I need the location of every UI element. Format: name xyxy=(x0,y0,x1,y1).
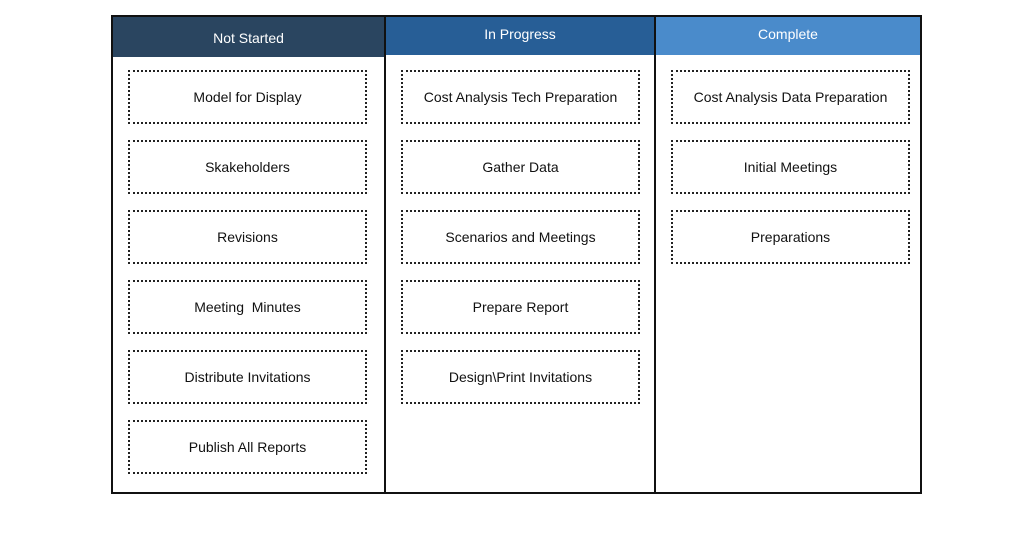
task-card[interactable]: Publish All Reports xyxy=(128,420,367,474)
task-card[interactable]: Initial Meetings xyxy=(671,140,910,194)
task-card[interactable]: Scenarios and Meetings xyxy=(401,210,640,264)
column-header-complete[interactable]: Complete xyxy=(656,17,920,55)
task-card[interactable]: Distribute Invitations xyxy=(128,350,367,404)
column-header-in-progress[interactable]: In Progress xyxy=(386,17,654,55)
task-card[interactable]: Gather Data xyxy=(401,140,640,194)
task-card[interactable]: Cost Analysis Data Preparation xyxy=(671,70,910,124)
task-card[interactable]: Revisions xyxy=(128,210,367,264)
column-in-progress: In Progress Cost Analysis Tech Preparati… xyxy=(384,17,654,492)
task-card[interactable]: Model for Display xyxy=(128,70,367,124)
task-card[interactable]: Preparations xyxy=(671,210,910,264)
task-card[interactable]: Meeting Minutes xyxy=(128,280,367,334)
task-card[interactable]: Cost Analysis Tech Preparation xyxy=(401,70,640,124)
column-complete: Complete Cost Analysis Data Preparation … xyxy=(654,17,920,492)
task-card[interactable]: Skakeholders xyxy=(128,140,367,194)
kanban-board: Not Started Model for Display Skakeholde… xyxy=(111,15,922,494)
task-card[interactable]: Prepare Report xyxy=(401,280,640,334)
column-header-not-started[interactable]: Not Started xyxy=(113,17,384,57)
task-card[interactable]: Design\Print Invitations xyxy=(401,350,640,404)
column-not-started: Not Started Model for Display Skakeholde… xyxy=(113,17,384,492)
